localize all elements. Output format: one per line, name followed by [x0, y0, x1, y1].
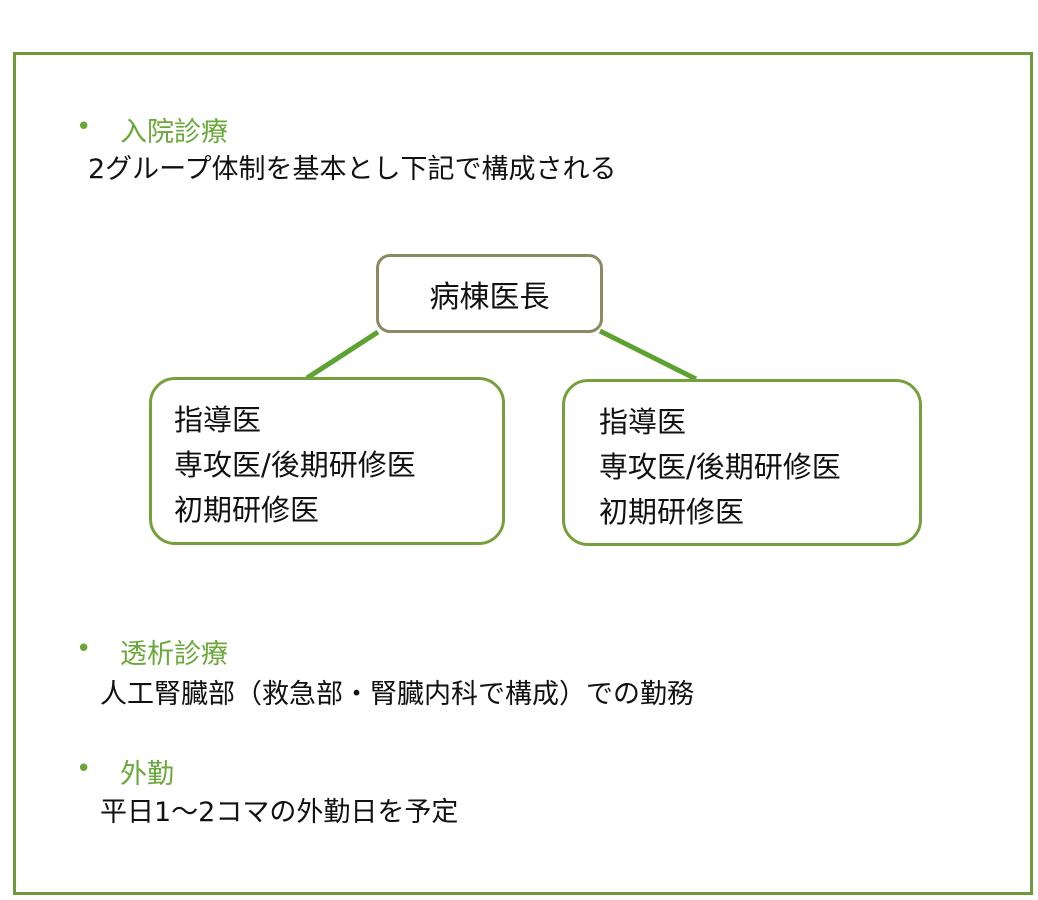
heading-dialysis: 透析診療 — [120, 639, 228, 670]
heading-external: 外勤 — [120, 759, 174, 790]
body-inpatient: 2グループ体制を基本とし下記で構成される — [88, 154, 617, 185]
connector-right — [598, 328, 698, 382]
group-member: 初期研修医 — [174, 493, 320, 527]
group-member: 専攻医/後期研修医 — [174, 448, 416, 482]
connector-left — [305, 329, 380, 381]
org-root-box: 病棟医長 — [376, 254, 603, 333]
group-member: 指導医 — [599, 405, 687, 439]
bullet: • — [76, 112, 92, 142]
slide-frame — [13, 52, 1033, 895]
org-root-label: 病棟医長 — [429, 279, 550, 315]
body-external: 平日1〜2コマの外勤日を予定 — [100, 797, 459, 828]
org-group-box: 指導医 専攻医/後期研修医 初期研修医 — [149, 377, 505, 545]
bullet: • — [76, 754, 92, 784]
group-member: 指導医 — [174, 403, 262, 437]
heading-inpatient: 入院診療 — [120, 117, 228, 148]
group-member: 初期研修医 — [599, 495, 745, 529]
group-member: 専攻医/後期研修医 — [599, 450, 841, 484]
body-dialysis: 人工腎臓部（救急部・腎臓内科で構成）での勤務 — [100, 679, 694, 710]
bullet: • — [76, 634, 92, 664]
org-group-box: 指導医 専攻医/後期研修医 初期研修医 — [562, 379, 922, 546]
